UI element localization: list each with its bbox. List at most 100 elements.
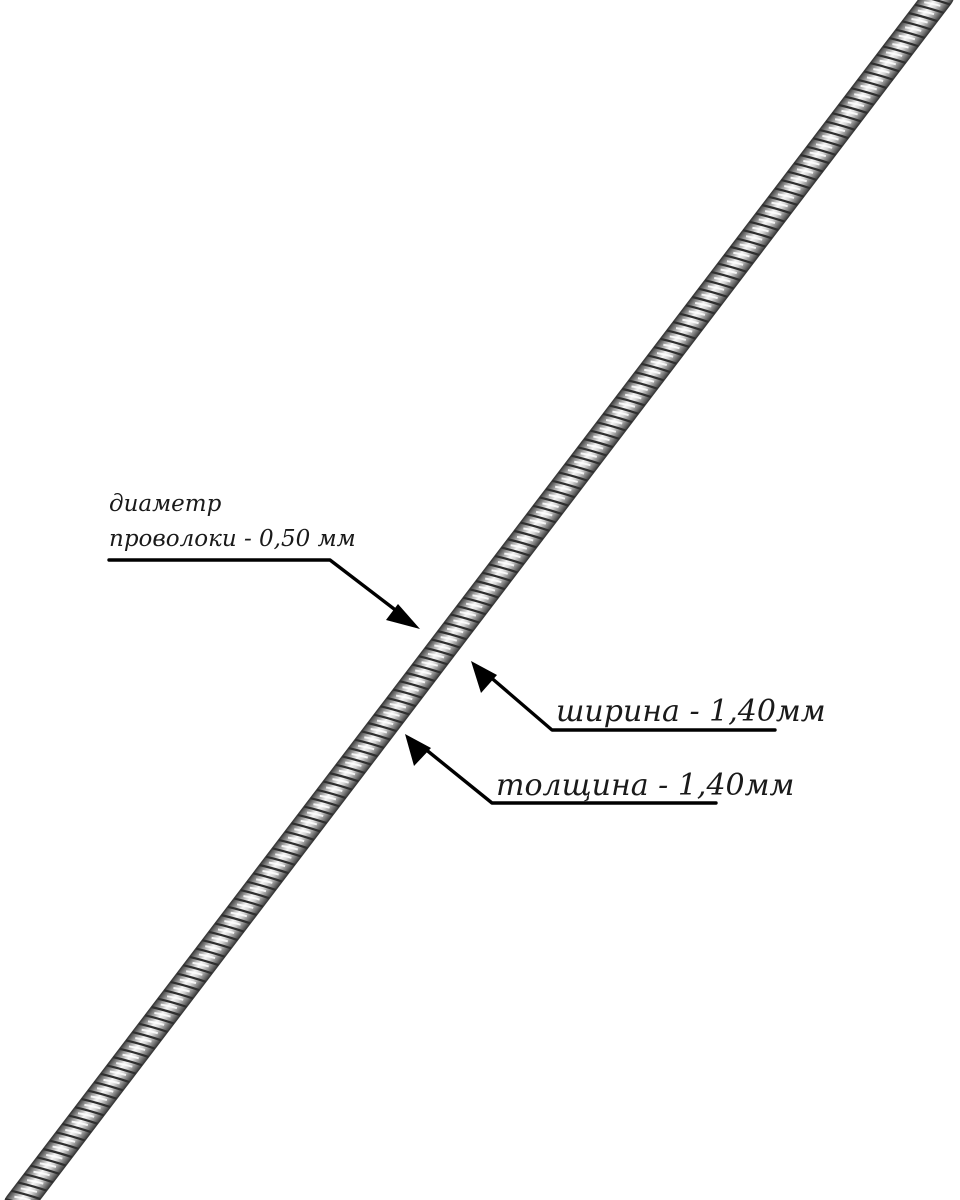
chain-coil-groove [583,437,614,449]
chain-coil-groove [481,571,512,582]
chain-coil-groove [634,371,665,382]
chain-coil-highlight [745,235,763,241]
chain-coil-highlight [809,151,827,158]
chain-coil-highlight [58,1137,76,1143]
chain-coil-groove [189,955,219,967]
chain-coil-groove [272,847,302,858]
chain-coil-groove [768,195,798,207]
chain-coil-highlight [319,794,337,801]
chain-coil-groove [342,755,372,766]
chain-coil-groove [227,905,258,917]
chain-coil-groove [380,705,410,716]
width-label: ширина - 1,40мм [556,694,826,729]
chain-coil-groove [125,1039,156,1050]
chain-coil-groove [736,237,767,248]
chain-coil-highlight [71,1120,89,1127]
chain-coil-groove [392,688,423,699]
chain-coil-groove [742,229,773,240]
chain-coil-highlight [656,352,674,358]
chain-coil-highlight [796,168,814,174]
chain-coil-highlight [440,636,458,642]
wire-diameter-label-line1: диаметр [109,491,222,517]
chain-coil-groove [310,797,340,808]
chain-coil-highlight [217,928,235,934]
chain-coil-groove [475,579,506,591]
wire-diameter-leader-line [107,558,404,617]
chain-coil-highlight [803,160,820,166]
chain-coil-groove [157,997,188,1008]
chain-coil-groove [920,0,951,6]
chain-coil-highlight [535,510,553,517]
chain-coil-groove [367,721,398,733]
chain-coil-groove [507,538,537,549]
chain-coil-groove [520,521,550,532]
chain-coil-highlight [625,393,642,400]
chain-coil-highlight [758,218,776,224]
chain-coil-groove [800,153,830,165]
chain-coil-highlight [434,644,451,650]
chain-coil-highlight [911,18,928,24]
chain-coil-highlight [160,1003,178,1010]
chain-coil-highlight [497,560,515,567]
chain-coil-highlight [631,385,648,392]
chain-coil-groove [418,655,448,666]
chain-coil-groove [666,329,697,340]
chain-coil-groove [660,337,690,349]
chain-coil-groove [672,320,703,332]
chain-coil-groove [335,763,366,775]
chain-coil-highlight [116,1062,133,1068]
chain-coil-highlight [415,669,432,676]
chain-coil-groove [208,930,238,942]
chain-coil-groove [691,295,722,307]
chain-coil-groove [112,1056,143,1067]
chain-coil-groove [405,671,436,683]
thickness-leader-line [422,746,718,805]
chain-coil-groove [246,880,277,891]
chain-coil-highlight [675,327,693,333]
chain-coil-highlight [866,76,884,82]
chain-coil-highlight [345,761,362,767]
chain-coil-groove [844,95,875,106]
chain-coil-groove [170,980,200,992]
chain-coil-highlight [567,469,585,475]
chain-coil-highlight [166,995,184,1001]
chain-coil-groove [882,45,913,56]
chain-coil-groove [87,1089,118,1100]
chain-coil-highlight [688,310,706,316]
chain-coil-groove [62,1122,92,1134]
chain-coil-groove [303,805,334,816]
chain-coil-groove [641,362,671,374]
chain-coil-highlight [574,460,591,467]
chain-coil-highlight [39,1162,57,1168]
chain-coil-highlight [917,9,935,16]
chain-coil-highlight [580,452,598,458]
chain-coil-highlight [96,1087,114,1093]
wire-diameter-label-line2: проволоки - 0,50 мм [109,526,356,552]
chain-coil-highlight [885,51,903,57]
chain-coil-groove [621,387,652,399]
chain-coil-highlight [249,886,267,893]
chain-coil-highlight [453,619,470,625]
chain-coil-groove [781,178,811,190]
chain-coil-groove [424,646,455,658]
chain-coil-highlight [109,1070,127,1076]
chain-coil-groove [711,270,741,282]
chain-coil-groove [411,663,442,674]
chain-coil-highlight [548,494,566,500]
chain-coil-groove [354,738,385,749]
chain-coil-groove [195,947,226,958]
chain-coil-highlight [485,577,502,584]
chain-coil-highlight [224,920,241,926]
chain-coil-groove [850,87,881,98]
chain-coil-highlight [383,711,400,717]
chain-coil-groove [469,588,499,599]
chain-coil-highlight [84,1103,101,1110]
chain-coil-groove [628,379,658,390]
chain-coil-highlight [446,627,464,634]
chain-coil-highlight [733,251,750,258]
chain-coil-groove [831,112,862,123]
chain-coil-groove [316,788,347,800]
chain-coil-highlight [186,970,203,976]
chain-coil-groove [49,1139,79,1150]
